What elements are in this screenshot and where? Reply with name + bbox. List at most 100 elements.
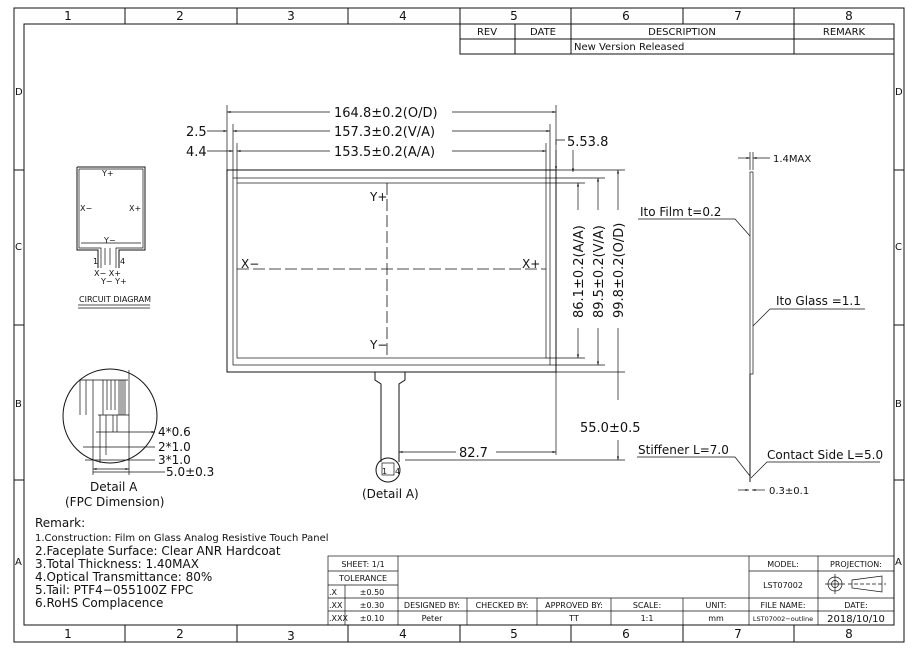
drawing-text: Y+ (369, 190, 387, 204)
col-label: 2 (176, 627, 184, 641)
drawing-text: FILE NAME: (760, 601, 805, 610)
col-label: 1 (64, 9, 72, 23)
drawing-text: CHECKED BY: (476, 601, 529, 610)
drawing-text: Remark: (35, 516, 85, 530)
drawing-text: 4 (395, 467, 400, 476)
drawing-text: 2.Faceplate Surface: Clear ANR Hardcoat (35, 544, 281, 558)
drawing-text: TT (568, 614, 579, 623)
column-markers: 1 2 3 4 5 6 7 8 1 2 3 4 5 6 7 8 (64, 8, 853, 643)
drawing-text: LST07002 (763, 581, 803, 590)
drawing-text: LST07002−outline (753, 615, 813, 623)
drawing-text: Contact Side L=5.0 (767, 448, 883, 462)
drawing-text: X+ (129, 204, 141, 213)
drawing-text: Y+ (101, 169, 114, 178)
drawing-text: DATE: (844, 601, 868, 610)
col-label: 4 (399, 627, 407, 641)
title-block: SHEET: 1/1 TOLERANCE .X ±0.50 .XX ±0.30 .X… (327, 555, 895, 626)
col-label: 3 (287, 9, 295, 23)
drawing-text: ±0.10 (360, 614, 385, 623)
drawing-text: PROJECTION: (830, 560, 882, 569)
drawing-text: A (895, 557, 902, 568)
col-label: 5 (510, 9, 518, 23)
drawing-text: C (15, 242, 22, 253)
drawing-text: 4.4 (186, 145, 207, 160)
drawing-text: 153.5±0.2(A/A) (334, 145, 435, 160)
drawing-text: 0.3±0.1 (769, 486, 809, 497)
drawing-text: 86.1±0.2(A/A) (572, 225, 587, 318)
drawing-text: 6.RoHS Complacence (35, 596, 163, 610)
col-label: 7 (734, 627, 742, 641)
side-view: 1.4MAX Ito Film t=0.2 Ito Glass =1.1 Sti… (637, 152, 883, 497)
drawing-text: 164.8±0.2(O/D) (334, 106, 438, 121)
drawing-text: Ito Film t=0.2 (640, 205, 721, 219)
drawing-text: 3*1.0 (158, 453, 191, 467)
col-label: 6 (622, 627, 630, 641)
drawing-text: X+ (522, 257, 540, 271)
drawing-text: 55.0±0.5 (580, 421, 641, 436)
drawing-text: TOLERANCE (338, 574, 387, 583)
col-label: 8 (845, 9, 853, 23)
drawing-text: B (15, 399, 22, 410)
revision-table: REV DATE DESCRIPTION REMARK New Version … (459, 23, 895, 55)
drawing-text: 4*0.6 (158, 425, 191, 439)
drawing-text: Stiffener L=7.0 (638, 443, 729, 457)
drawing-text: REMARK (823, 27, 866, 38)
drawing-text: B (895, 399, 902, 410)
drawing-text: (FPC Dimension) (65, 495, 164, 509)
drawing-text: 157.3±0.2(V/A) (334, 125, 435, 140)
col-label: 4 (399, 9, 407, 23)
detail-a: 4*0.6 2*1.0 3*1.0 5.0±0.3 Detail A (FPC … (62, 368, 214, 509)
drawing-text: MODEL: (767, 560, 799, 569)
col-label: 3 (287, 629, 295, 643)
col-label: 8 (845, 627, 853, 641)
circuit-diagram: Y+ X− X+ Y− 1 4 X− X+ Y− Y+ CIRCUIT DIAG… (76, 166, 151, 309)
drawing-text: DESIGNED BY: (404, 601, 460, 610)
drawing-text: SHEET: 1/1 (341, 560, 384, 569)
drawing-text: REV (477, 27, 497, 38)
drawing-text: .XX (329, 601, 343, 610)
drawing-text: A (15, 557, 22, 568)
col-label: 7 (734, 9, 742, 23)
drawing-text: X− X+ (94, 269, 121, 278)
third-angle-projection-icon (825, 574, 886, 594)
col-label: 2 (176, 9, 184, 23)
front-view: Y+ Y− X− X+ 1 4 (Detail A) 164.8±0.2(O/D… (186, 104, 641, 501)
drawing-text: 1:1 (641, 614, 654, 623)
drawing-text: Ito Glass =1.1 (776, 294, 861, 308)
col-label: 5 (510, 627, 518, 641)
drawing-text: Y− (103, 236, 116, 245)
drawing-text: D (15, 87, 23, 98)
drawing-text: 1.4MAX (773, 154, 811, 165)
drawing-text: Y− (369, 338, 387, 352)
col-label: 1 (64, 627, 72, 641)
drawing-text: 3.Total Thickness: 1.40MAX (35, 557, 199, 571)
drawing-text: 5.0±0.3 (166, 465, 214, 479)
drawing-text: DATE (530, 27, 556, 38)
drawing-text: UNIT: (706, 601, 727, 610)
drawing-text: mm (708, 614, 724, 623)
drawing-text: ±0.30 (360, 601, 385, 610)
revision-description: New Version Released (574, 42, 684, 53)
drawing-text: 1.Construction: Film on Glass Analog Res… (35, 533, 329, 544)
detail-title: Detail A (90, 480, 138, 494)
drawing-text: C (895, 242, 902, 253)
drawing-text: .X (329, 588, 338, 597)
drawing-text: 5.53.8 (567, 135, 608, 150)
detail-a-callout: (Detail A) (362, 487, 419, 501)
drawing-text: ±0.50 (360, 588, 385, 597)
drawing-text: Y− Y+ (100, 277, 127, 286)
drawing-text: .XXX (329, 614, 349, 623)
drawing-text: 1 (93, 257, 98, 266)
drawing-text: APPROVED BY: (545, 601, 603, 610)
drawing-text: 1 (382, 467, 387, 476)
drawing-text: X− (80, 204, 92, 213)
drawing-text: 4.Optical Transmittance: 80% (35, 570, 212, 584)
drawing-text: 2018/10/10 (827, 614, 885, 625)
drawing-text: 89.5±0.2(V/A) (592, 225, 607, 318)
drawing-text: D (895, 87, 903, 98)
drawing-text: 5.Tail: PTF4−055100Z FPC (35, 583, 193, 597)
drawing-text: X− (241, 257, 259, 271)
row-markers: D C B A D C B A (14, 87, 904, 568)
drawing-text: 4 (120, 257, 125, 266)
